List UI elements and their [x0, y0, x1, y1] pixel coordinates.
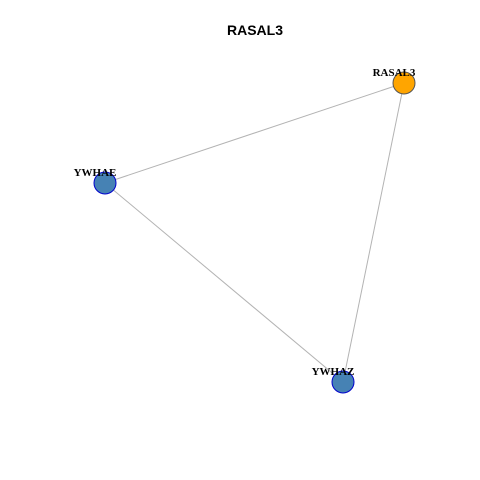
edge-rasal3-ywhae: [104, 82, 405, 184]
edges-layer: [104, 82, 405, 383]
node-rasal3: RASAL3: [373, 67, 416, 95]
node-circle-ywhaz: [331, 370, 355, 394]
node-ywhaz: YWHAZ: [312, 366, 355, 394]
node-ywhae: YWHAE: [74, 167, 117, 195]
node-label-ywhae: YWHAE: [74, 167, 117, 179]
node-circle-ywhae: [93, 171, 117, 195]
edge-rasal3-ywhaz: [342, 82, 405, 383]
diagram-title: RASAL3: [227, 22, 283, 38]
node-label-ywhaz: YWHAZ: [312, 366, 355, 378]
edge-ywhae-ywhaz: [104, 182, 344, 383]
node-circle-rasal3: [392, 71, 416, 95]
node-label-rasal3: RASAL3: [373, 67, 416, 79]
